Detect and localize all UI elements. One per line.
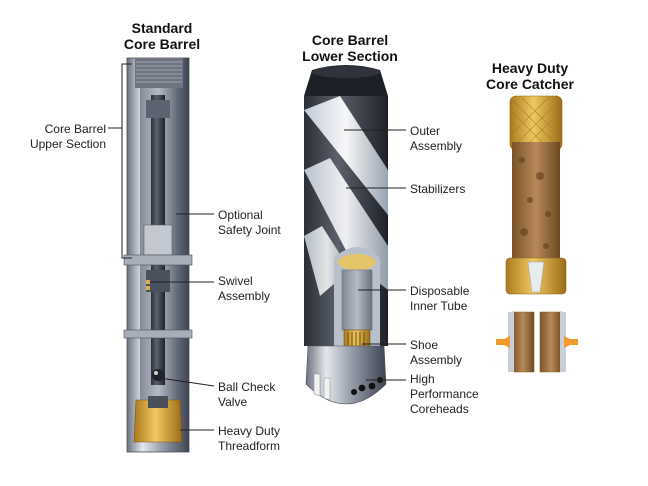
stabilizers-label: Stabilizers [410,182,465,197]
optional-safety-joint-label: Optional Safety Joint [218,208,281,238]
outer-assembly-label: Outer Assembly [410,124,462,154]
label-line: Assembly [218,289,271,303]
title-line: Core Barrel [311,32,389,48]
lower-section-illustration [304,65,388,405]
label-line: Shoe [410,338,439,352]
label-line: Core Barrel [44,122,106,136]
title-line: Lower Section [302,48,398,64]
label-line: Coreheads [410,402,469,416]
label-line: Inner Tube [410,299,468,313]
core-catcher-title: Heavy Duty Core Catcher [470,60,590,92]
label-line: Assembly [410,139,463,153]
title-line: Heavy Duty [491,60,569,76]
title-line: Standard [131,20,193,36]
standard-core-barrel-title: Standard Core Barrel [112,20,212,52]
swivel-assembly-label: Swivel Assembly [218,274,270,304]
core-catcher-illustration [496,95,578,373]
title-line: Core Catcher [486,76,574,92]
label-line: Assembly [410,353,463,367]
core-barrel-upper-section-label: Core Barrel Upper Section [26,122,106,152]
title-line: Core Barrel [123,36,201,52]
label-line: Threadform [218,439,281,453]
label-line: Heavy Duty [218,424,281,438]
label-line: Ball Check [218,380,276,394]
left-leader-lines [108,127,215,431]
ball-check-valve-label: Ball Check Valve [218,380,275,410]
label-line: Stabilizers [410,182,466,196]
label-line: Valve [218,395,248,409]
label-line: Safety Joint [218,223,281,237]
label-line: Outer [410,124,441,138]
label-line: Optional [218,208,263,222]
heavy-duty-threadform-label: Heavy Duty Threadform [218,424,280,454]
label-line: Performance [410,387,479,401]
label-line: Upper Section [29,137,106,151]
label-line: High [410,372,435,386]
lower-section-title: Core Barrel Lower Section [290,32,410,64]
standard-core-barrel-illustration [121,57,193,453]
shoe-assembly-label: Shoe Assembly [410,338,462,368]
label-line: Disposable [410,284,470,298]
high-performance-coreheads-label: High Performance Coreheads [410,372,479,417]
disposable-inner-tube-label: Disposable Inner Tube [410,284,469,314]
middle-leader-lines [344,129,406,381]
label-line: Swivel [218,274,253,288]
